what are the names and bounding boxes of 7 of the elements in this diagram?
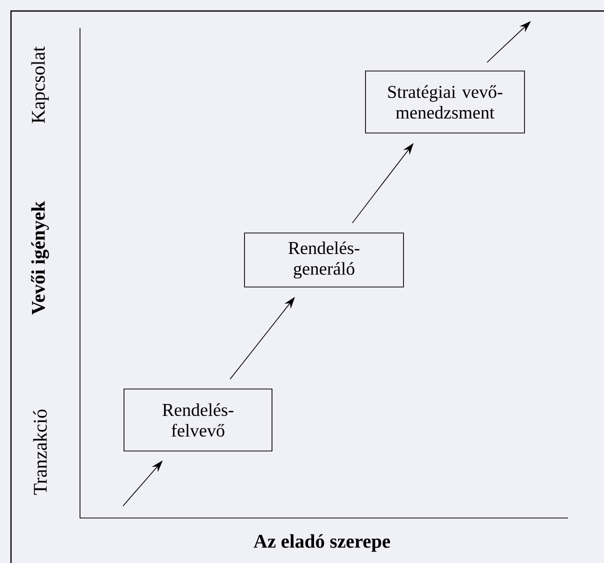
axis-label: Az eladó szerepe <box>254 534 390 552</box>
process-box: Rendelés- generáló <box>244 232 404 288</box>
axis-label: Kapcsolat <box>31 46 49 124</box>
axis-label: Vevői igények <box>31 201 49 315</box>
process-box: Rendelés- felvevő <box>124 388 272 452</box>
axis-label: Tranzakció <box>33 410 47 495</box>
process-box: Stratégiai vevő- menedzsment <box>365 70 525 134</box>
